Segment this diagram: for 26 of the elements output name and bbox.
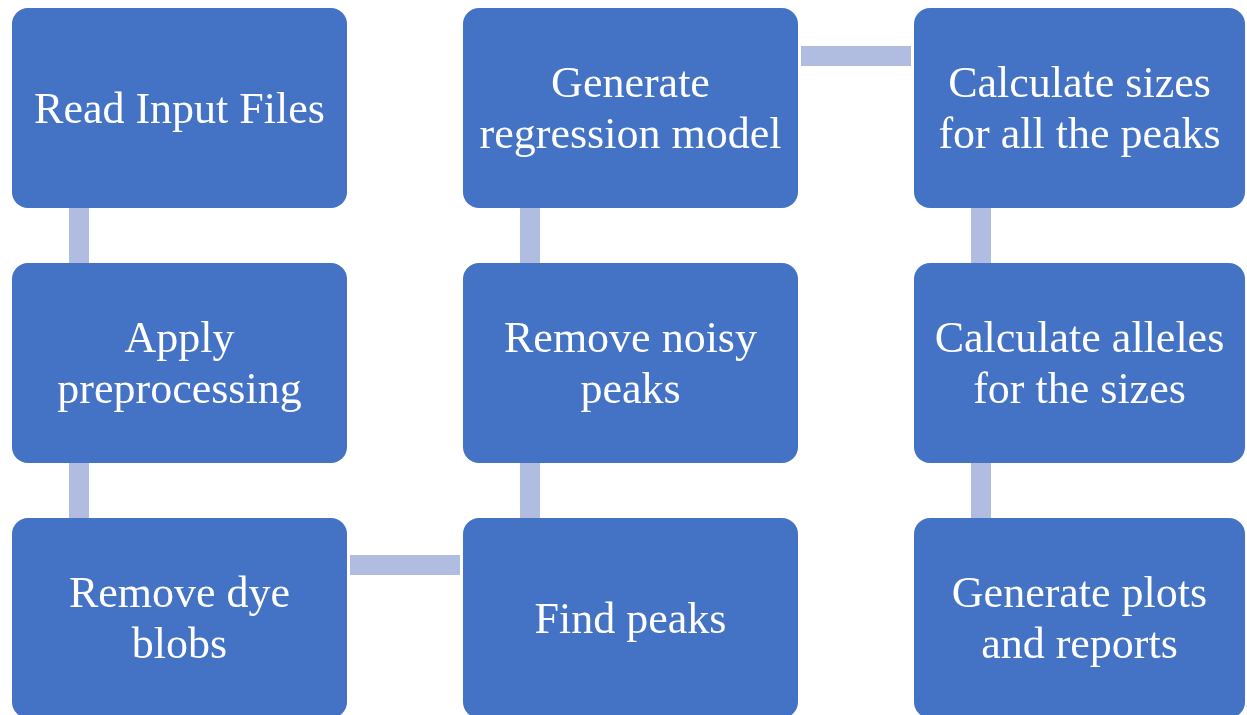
process-box xyxy=(12,8,347,208)
connector xyxy=(520,463,540,518)
step-label: Apply preprocessing xyxy=(56,312,303,414)
connector xyxy=(69,208,89,263)
process-box xyxy=(463,518,798,715)
process-box xyxy=(12,518,347,715)
step-label: Read Input Files xyxy=(34,82,325,134)
connector xyxy=(801,46,911,66)
process-box xyxy=(914,8,1245,208)
process-box xyxy=(914,518,1245,715)
step-label: Generate regression model xyxy=(478,57,783,159)
step-label: Calculate sizes for all the peaks xyxy=(937,57,1222,159)
connector xyxy=(971,463,991,518)
connector xyxy=(69,463,89,518)
process-box xyxy=(463,8,798,208)
process-box xyxy=(463,263,798,463)
connector xyxy=(350,555,460,575)
step-label: Generate plots and reports xyxy=(950,567,1209,669)
connector xyxy=(520,208,540,263)
connector xyxy=(971,208,991,263)
step-label: Find peaks xyxy=(534,592,727,644)
step-label: Remove noisy peaks xyxy=(503,312,758,414)
process-box xyxy=(12,263,347,463)
step-label: Remove dye blobs xyxy=(67,567,292,669)
process-box xyxy=(914,263,1245,463)
step-label: Calculate alleles for the sizes xyxy=(933,312,1226,414)
